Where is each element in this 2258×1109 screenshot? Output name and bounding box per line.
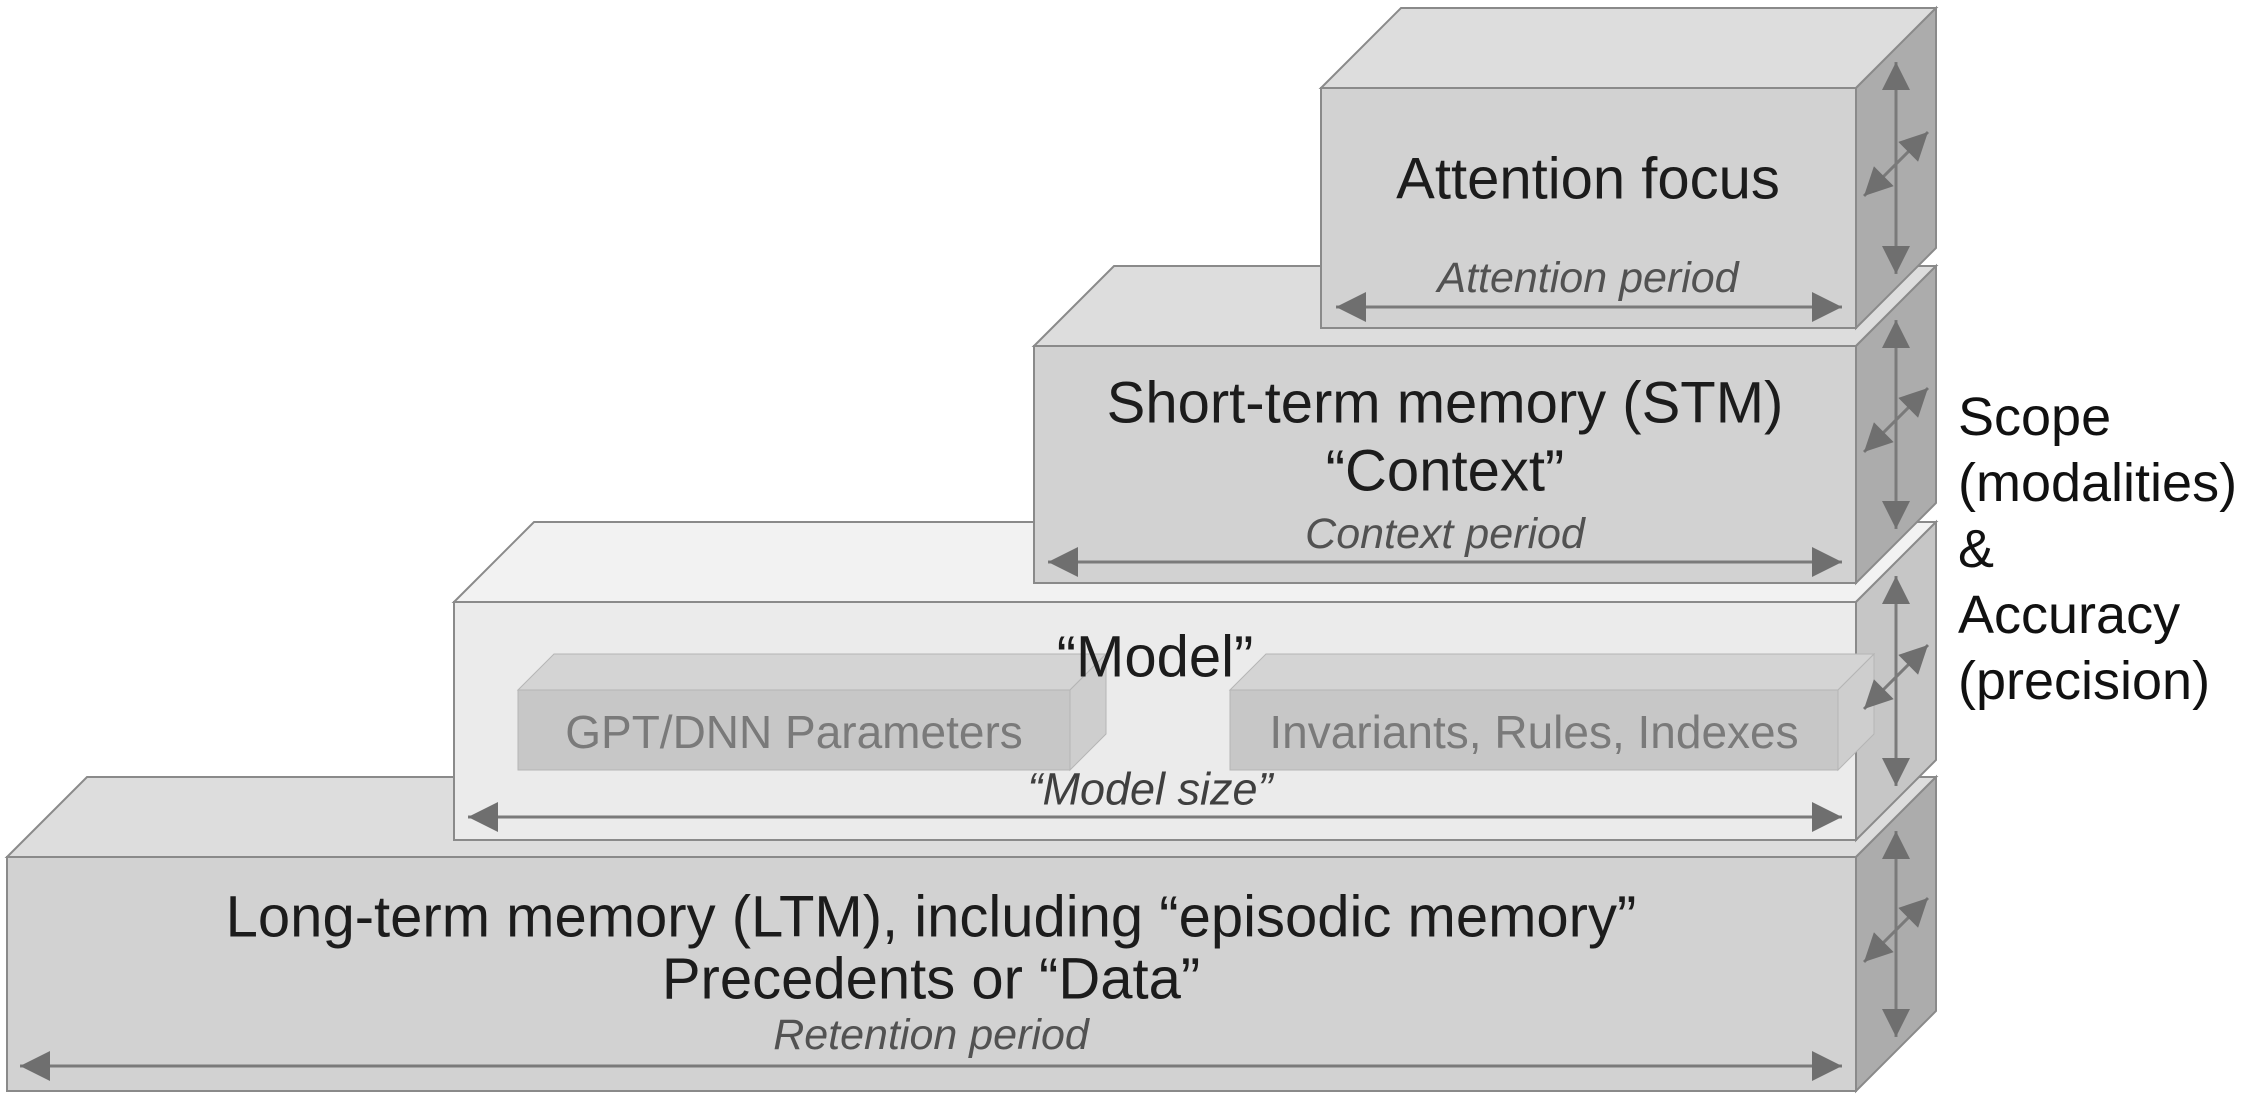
invariants-box-top-face [1228,653,1876,691]
ltm-title-line2: Precedents or “Data” [662,947,1200,1012]
stm-period-label: Context period [1305,510,1587,558]
stm-box: Short-term memory (STM) “Context” Contex… [1031,263,1939,586]
caption-line-precision: (precision) [1958,651,2210,711]
stm-title-line2: “Context” [1326,439,1565,504]
attention-title: Attention focus [1396,147,1780,212]
attention-box: Attention focus Attention period [1318,5,1939,331]
stm-title-line1: Short-term memory (STM) [1107,371,1784,436]
model-title: “Model” [1057,625,1254,690]
attention-front-face [1320,87,1857,329]
model-depth-arrow [1862,643,1930,711]
model-size-label: “Model size” [1027,764,1274,815]
caption-line-ampersand: & [1958,519,1994,579]
invariants-box-label: Invariants, Rules, Indexes [1269,706,1798,758]
ltm-title-line1: Long-term memory (LTM), including “episo… [226,885,1637,950]
gpt-box-top-face [516,653,1108,691]
caption-line-scope: Scope [1958,387,2111,447]
scope-accuracy-caption: Scope (modalities) & Accuracy (precision… [1958,387,2237,711]
gpt-box-front-face [517,689,1071,771]
attention-period-label: Attention period [1434,254,1740,302]
caption-line-modalities: (modalities) [1958,453,2237,513]
attention-depth-arrow [1862,130,1930,198]
ltm-depth-arrow [1862,896,1930,964]
gpt-box-label: GPT/DNN Parameters [565,706,1023,758]
invariants-rules-indexes-box: Invariants, Rules, Indexes [1228,652,1876,772]
stm-front-face [1033,345,1857,584]
stm-depth-arrow [1862,386,1930,454]
ltm-period-label: Retention period [773,1011,1091,1059]
invariants-box-front-face [1229,689,1839,771]
caption-line-accuracy: Accuracy [1958,585,2180,645]
gpt-dnn-parameters-box: GPT/DNN Parameters [516,652,1108,772]
attention-top-face [1318,7,1939,89]
